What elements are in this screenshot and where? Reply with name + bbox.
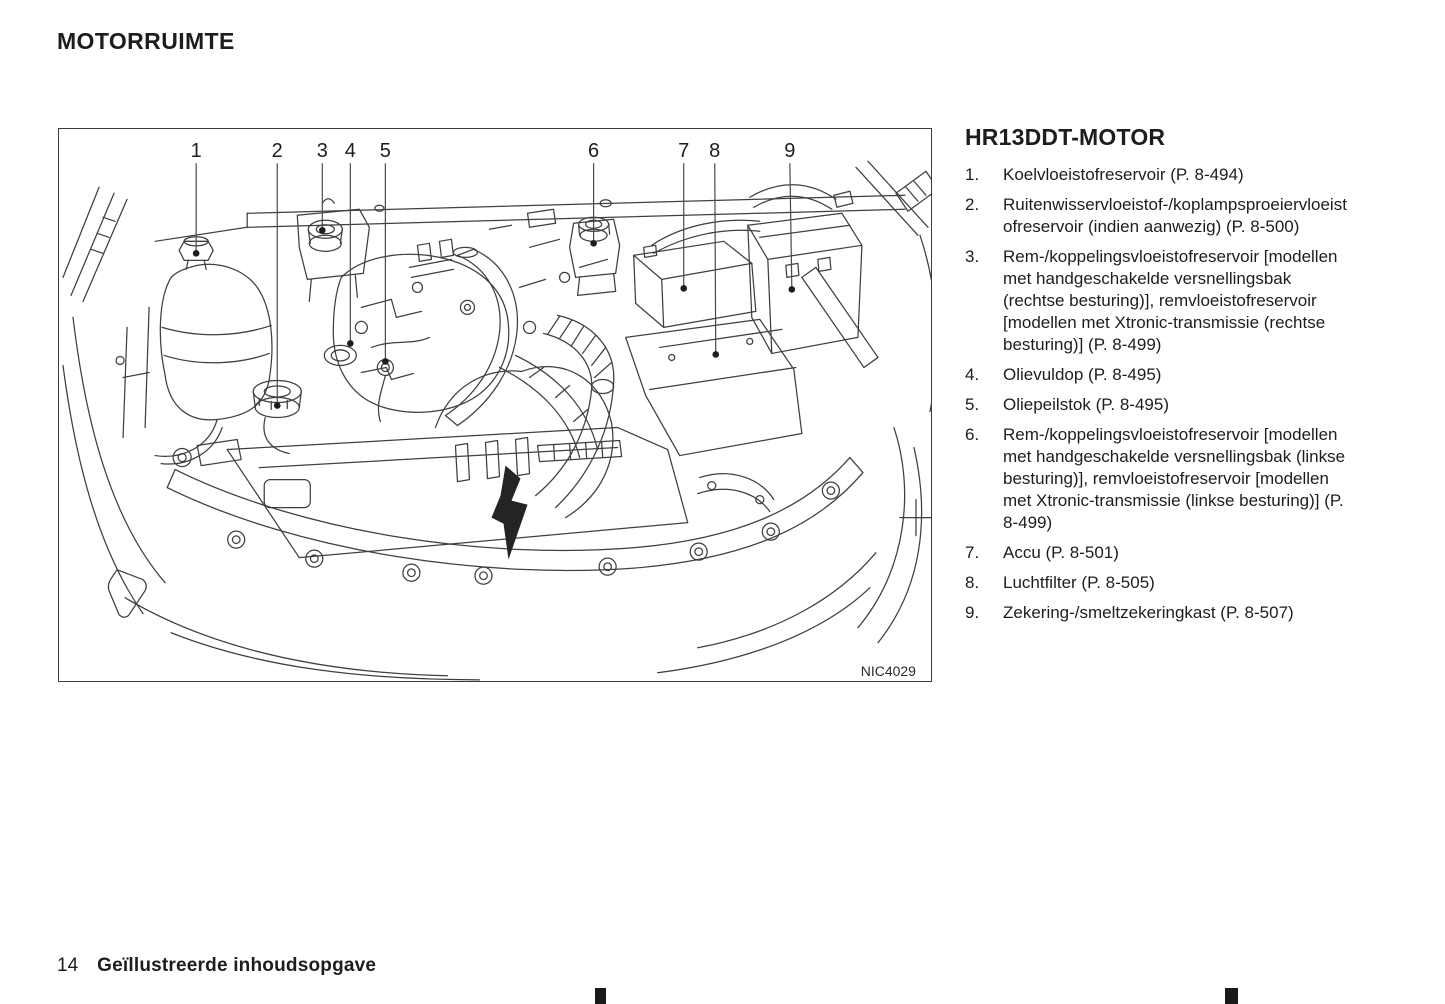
footer-page-number: 14: [57, 955, 79, 976]
legend-item: 9. Zekering-/smeltzekeringkast (P. 8-507): [965, 602, 1365, 624]
callout-number: 4: [345, 140, 356, 162]
legend-item-text: Rem-/koppelingsvloeistofreservoir [model…: [1003, 425, 1346, 532]
callout-9: 9: [784, 140, 795, 293]
page-footer: 14 Geïllustreerde inhoudsopgave: [57, 955, 376, 977]
legend-item: 6. Rem-/koppelingsvloeistofreservoir [mod…: [965, 424, 1365, 534]
legend-item: 7. Accu (P. 8-501): [965, 542, 1365, 564]
legend-item: 5. Oliepeilstok (P. 8-495): [965, 394, 1365, 416]
legend-item-text: Luchtfilter (P. 8-505): [1003, 573, 1155, 592]
legend-item-text: Koelvloeistofreservoir (P. 8-494): [1003, 165, 1244, 184]
legend-item-number: 1.: [965, 165, 980, 184]
figure-image-code: NIC4029: [861, 663, 916, 679]
callout-4: 4: [345, 140, 356, 347]
legend-list: 1. Koelvloeistofreservoir (P. 8-494) 2. Rui…: [965, 164, 1365, 624]
legend-item-text: Oliepeilstok (P. 8-495): [1003, 395, 1169, 414]
legend-item-text: Zekering-/smeltzekeringkast (P. 8-507): [1003, 603, 1294, 622]
callout-number: 7: [678, 140, 689, 162]
legend-item-text: Rem-/koppelingsvloeistofreservoir [model…: [1003, 247, 1338, 354]
legend-title: HR13DDT-MOTOR: [965, 124, 1166, 150]
legend-item-number: 7.: [965, 543, 980, 562]
legend-item: 8. Luchtfilter (P. 8-505): [965, 572, 1365, 594]
legend-item: 1. Koelvloeistofreservoir (P. 8-494): [965, 164, 1365, 186]
legend-item-number: 2.: [965, 195, 980, 214]
callout-8: 8: [709, 140, 720, 358]
legend-item-text: Ruitenwisservloeistof-/koplampsproeiervl…: [1003, 195, 1347, 236]
callout-number: 2: [272, 140, 283, 162]
callout-5: 5: [380, 140, 391, 365]
legend: HR13DDT-MOTOR 1. Koelvloeistofreservoir (…: [965, 124, 1365, 632]
callout-7: 7: [678, 140, 689, 292]
legend-item: 3. Rem-/koppelingsvloeistofreservoir [mod…: [965, 246, 1365, 356]
legend-item-text: Accu (P. 8-501): [1003, 543, 1119, 562]
legend-item-text: Olievuldop (P. 8-495): [1003, 365, 1162, 384]
print-registration-mark-left: [595, 988, 606, 1004]
legend-item: 2. Ruitenwisservloeistof-/koplampsproeier…: [965, 194, 1365, 238]
legend-item-number: 6.: [965, 425, 980, 444]
callout-number: 8: [709, 140, 720, 162]
legend-item: 4. Olievuldop (P. 8-495): [965, 364, 1365, 386]
callout-3: 3: [317, 140, 328, 234]
callout-number: 5: [380, 140, 391, 162]
legend-item-number: 4.: [965, 365, 980, 384]
legend-item-number: 9.: [965, 603, 980, 622]
callout-6: 6: [588, 140, 599, 247]
callout-2: 2: [272, 140, 283, 409]
callout-number: 6: [588, 140, 599, 162]
page-title: MOTORRUIMTE: [57, 28, 235, 54]
engine-bay-drawing: [62, 160, 931, 681]
callout-number: 9: [784, 140, 795, 162]
callout-1: 1: [191, 140, 202, 257]
print-registration-mark-right: [1225, 988, 1238, 1004]
legend-item-number: 3.: [965, 247, 980, 266]
callout-number: 1: [191, 140, 202, 162]
legend-item-number: 5.: [965, 395, 980, 414]
callout-number: 3: [317, 140, 328, 162]
legend-item-number: 8.: [965, 573, 980, 592]
footer-section-title: Geïllustreerde inhoudsopgave: [97, 955, 377, 976]
